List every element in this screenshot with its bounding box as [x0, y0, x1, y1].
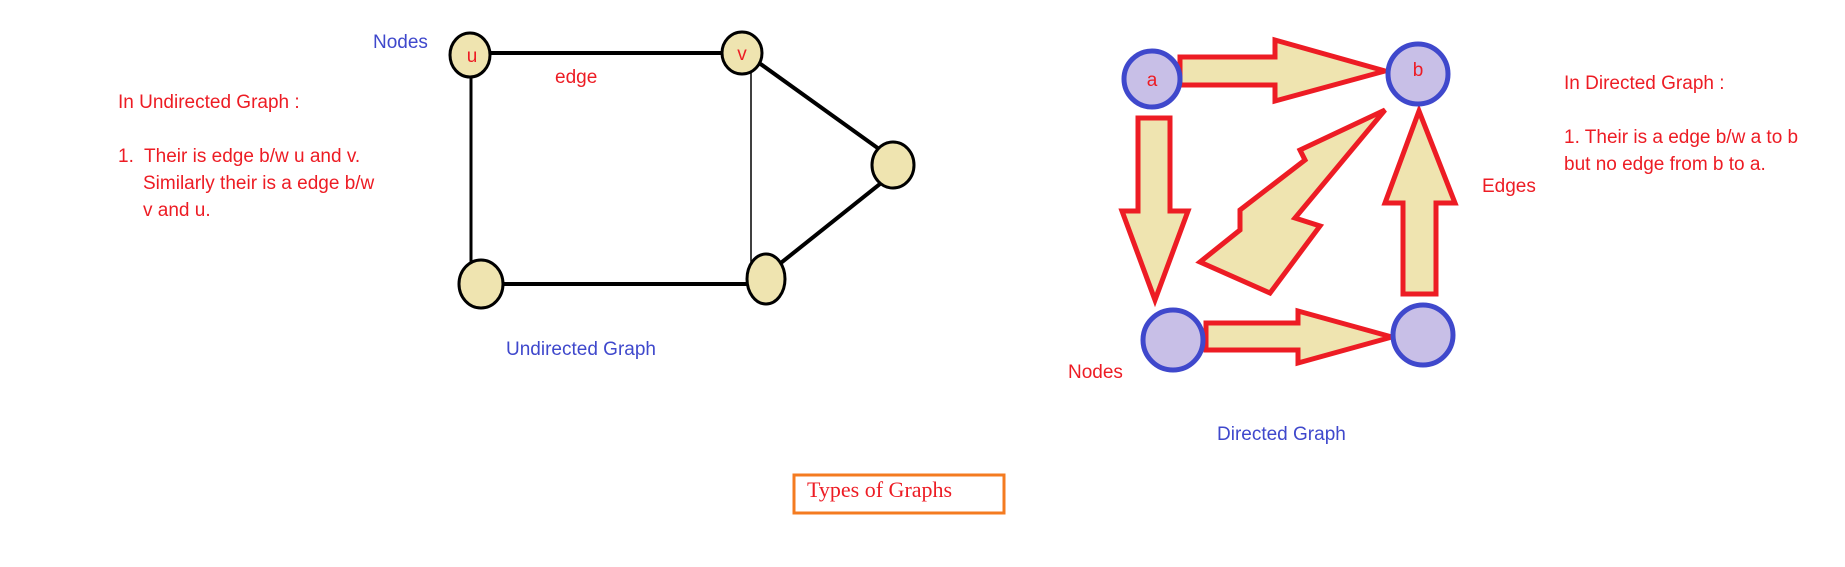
directed-note-line1: 1. Their is a edge b/w a to b: [1564, 127, 1799, 148]
edge-bottomright-right: [770, 174, 892, 272]
footer-title-box: Types of Graphs: [792, 473, 1006, 515]
footer-title: Types of Graphs: [807, 477, 952, 502]
directed-caption: Directed Graph: [1217, 424, 1346, 445]
directed-note-line2: but no edge from b to a.: [1564, 154, 1766, 175]
node-bottom-right-directed: [1390, 302, 1456, 368]
undirected-caption: Undirected Graph: [506, 339, 656, 360]
undirected-note: In Undirected Graph : 1. Their is edge b…: [118, 89, 374, 224]
arrow-bottomleft-to-bottomright: [1203, 307, 1402, 367]
node-v-label: v: [737, 44, 747, 65]
arrow-a-to-bottomleft: [1118, 115, 1192, 308]
directed-note: In Directed Graph : 1. Their is a edge b…: [1564, 70, 1798, 178]
node-b-label: b: [1413, 60, 1424, 81]
undirected-note-line2: Similarly their is a edge b/w: [143, 173, 375, 194]
undirected-note-line3: v and u.: [143, 200, 211, 221]
undirected-graph: u v Nodes edge Undirected Graph: [373, 30, 916, 360]
node-a-label: a: [1147, 70, 1158, 91]
node-u: [448, 31, 492, 79]
arrow-b-to-bottomleft-zigzag: [1195, 107, 1387, 297]
directed-edges-label: Edges: [1482, 176, 1536, 197]
node-a: [1121, 48, 1183, 110]
node-b: [1385, 41, 1451, 107]
arrow-bottomright-to-b: [1381, 103, 1459, 297]
node-bottom-right: [745, 252, 787, 306]
node-v: [720, 30, 764, 76]
directed-graph: a b Nodes Edges Directed Graph: [1068, 36, 1536, 445]
directed-note-title: In Directed Graph :: [1564, 73, 1725, 94]
node-u-label: u: [467, 46, 478, 67]
node-bottom-left-directed: [1140, 307, 1206, 373]
node-bottom-left: [457, 258, 505, 310]
directed-nodes-label: Nodes: [1068, 362, 1123, 383]
undirected-note-title: In Undirected Graph :: [118, 92, 300, 113]
arrow-a-to-b: [1177, 36, 1395, 105]
undirected-note-line1: 1. Their is edge b/w u and v.: [118, 146, 361, 167]
undirected-edge-label: edge: [555, 67, 597, 88]
node-right: [870, 140, 916, 190]
edge-v-right: [753, 58, 888, 156]
undirected-nodes-label: Nodes: [373, 32, 428, 53]
